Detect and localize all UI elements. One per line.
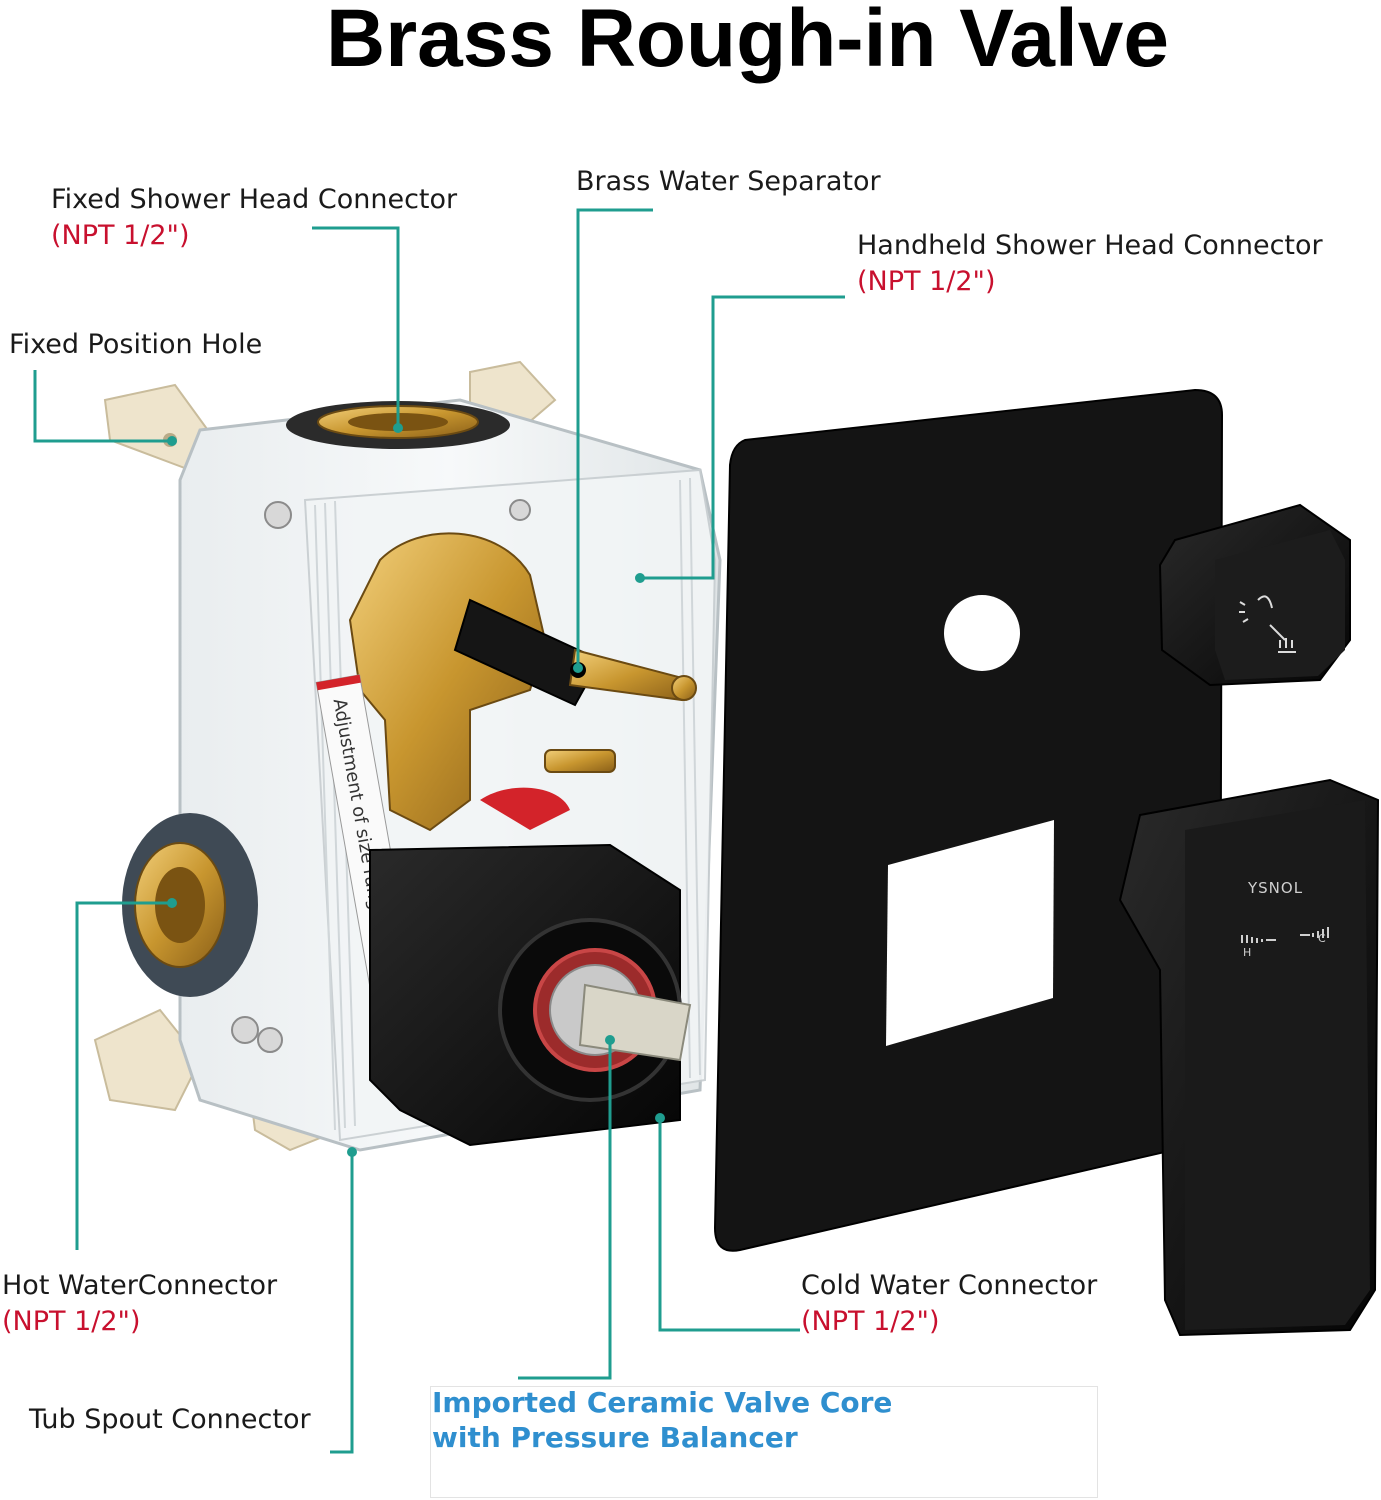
label-cold-water-name: Cold Water Connector (801, 1270, 1098, 1301)
red-cap (480, 787, 570, 830)
leader-cold-water (658, 1118, 800, 1332)
valve-core-callout-box (430, 1386, 1098, 1498)
leader-valve-core (518, 1040, 612, 1380)
cold-mark: C (1318, 932, 1326, 945)
leader-dots (167, 423, 665, 1157)
mounting-ear-bottom-left (93, 1008, 202, 1112)
label-tub-spout-name: Tub Spout Connector (29, 1404, 311, 1435)
label-fixed-shower-head: Fixed Shower Head Connector (NPT 1/2") (51, 182, 457, 254)
label-handheld-shower-head-spec: (NPT 1/2") (857, 266, 996, 297)
label-brass-separator: Brass Water Separator (576, 164, 881, 200)
label-cold-water-spec: (NPT 1/2") (801, 1306, 940, 1337)
leader-hot-water (75, 901, 172, 1250)
leader-handheld-shower-head (640, 295, 845, 580)
diverter-stem-sleeve (453, 598, 602, 707)
hot-mark: H (1243, 946, 1251, 959)
label-valve-core-line1: Imported Ceramic Valve Core (432, 1386, 893, 1419)
label-valve-core-line2: with Pressure Balancer (432, 1421, 798, 1454)
label-cold-water: Cold Water Connector (NPT 1/2") (801, 1268, 1097, 1340)
label-fixed-shower-head-spec: (NPT 1/2") (51, 220, 190, 251)
rough-in-valve: Adjustment of size range (93, 360, 722, 1152)
lever-handle: YSNOL H C (1118, 778, 1380, 1337)
label-hot-water-name: Hot WaterConnector (2, 1270, 278, 1301)
shower-mode-icon (1239, 595, 1296, 653)
diverter-hole (944, 595, 1020, 671)
label-brass-separator-name: Brass Water Separator (576, 166, 881, 197)
temperature-scale-icon (1241, 927, 1329, 943)
label-hot-water: Hot WaterConnector (NPT 1/2") (2, 1268, 277, 1340)
leader-fixed-shower-head (312, 226, 400, 428)
label-handheld-shower-head-name: Handheld Shower Head Connector (857, 230, 1323, 261)
leader-fixed-position-hole (33, 370, 172, 443)
leader-tub-spout (330, 1152, 354, 1454)
brass-valve-body (348, 532, 547, 832)
diverter-knob (1158, 503, 1351, 687)
brand-logo-text: YSNOL (1247, 879, 1303, 897)
separator-stem-tip (671, 675, 697, 701)
label-handheld-shower-head: Handheld Shower Head Connector (NPT 1/2"… (857, 228, 1323, 300)
handle-opening (886, 820, 1054, 1046)
stop-stem (544, 749, 616, 773)
label-fixed-position-hole-name: Fixed Position Hole (9, 329, 263, 360)
screw-icons (231, 499, 531, 1053)
label-tub-spout: Tub Spout Connector (29, 1402, 311, 1438)
label-valve-core: Imported Ceramic Valve Core with Pressur… (432, 1385, 892, 1455)
trim-plate (713, 388, 1224, 1252)
hot-port-thread (155, 867, 205, 943)
leader-brass-separator (576, 208, 653, 668)
diverter-knob-face (1215, 530, 1345, 680)
page-title: Brass Rough-in Valve (325, 0, 1170, 84)
label-fixed-shower-head-name: Fixed Shower Head Connector (51, 184, 458, 215)
label-hot-water-spec: (NPT 1/2") (2, 1306, 141, 1337)
leader-lines (33, 208, 845, 1454)
label-fixed-position-hole: Fixed Position Hole (9, 327, 262, 363)
